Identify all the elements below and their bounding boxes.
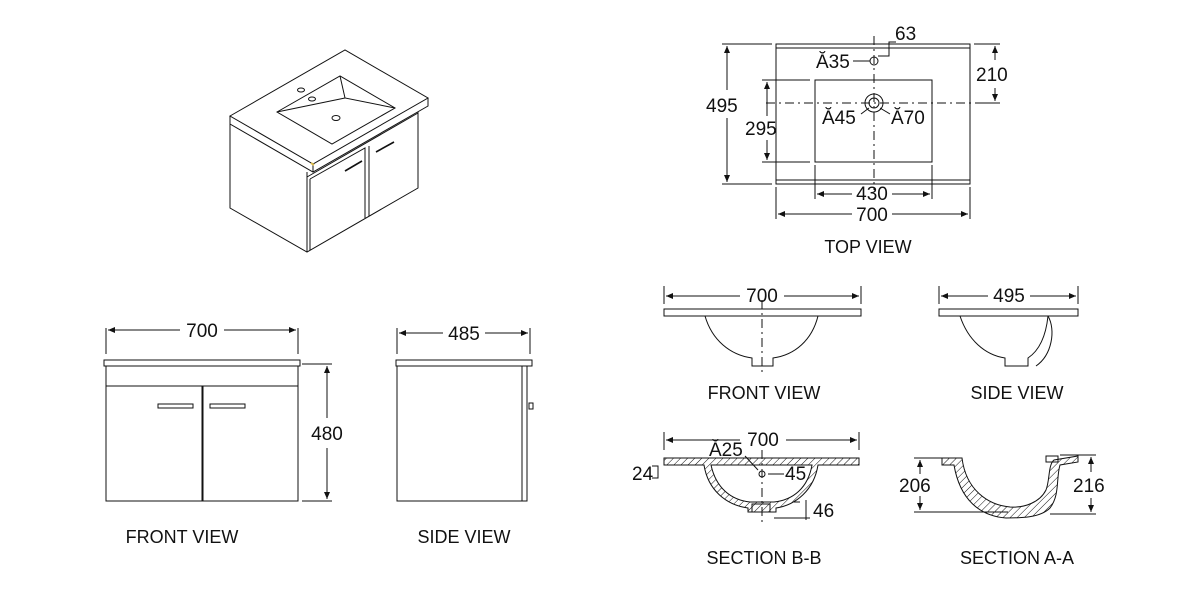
section-aa-view: 206 216 SECTION A-A [899,454,1105,568]
iso-top-surface [228,49,430,165]
iso-left-handle [344,160,363,172]
aa-right-height-label: 216 [1073,476,1105,497]
drain-outer-icon [864,93,884,113]
section-aa-caption: SECTION A-A [960,548,1074,568]
iso-drain-icon [331,115,341,121]
front-view-caption: FRONT VIEW [126,527,239,547]
front-height-label: 480 [311,424,343,445]
overall-depth-label: 495 [706,96,738,117]
basin-side-depth-label: 495 [993,286,1025,307]
side-countertop [395,359,533,367]
left-door-handle [157,403,194,409]
iso-right-handle [375,141,395,153]
bb-offset-label: 45 [785,464,806,485]
basin-side-bowl [959,315,1049,367]
tap-hole-label: Ă35 [816,52,850,73]
bb-width-label: 700 [747,430,779,451]
cabinet-front-view: 700 480 FRONT VIEW [103,321,343,547]
front-right-door [202,385,299,502]
front-left-door [105,385,203,502]
basin-front-caption: FRONT VIEW [708,383,821,403]
side-cabinet-body [396,365,528,502]
front-width-label: 700 [186,321,218,342]
bowl-depth-label: 295 [745,119,777,140]
isometric-vanity-view [228,49,430,253]
basin-side-caption: SIDE VIEW [970,383,1063,403]
aa-left-height-label: 206 [899,476,931,497]
drain-inner-label: Ă45 [822,108,856,129]
side-depth-label: 485 [448,324,480,345]
iso-bowl-opening [275,75,397,145]
section-bb-view: 700 Ă25 45 24 46 SECTION B-B [632,430,860,568]
section-bb-caption: SECTION B-B [706,548,821,568]
tap-offset-label: 63 [895,24,916,45]
bb-drain-label: 46 [813,501,834,522]
aa-section-hatch [941,455,1079,519]
basin-side-rim [938,308,1079,317]
front-countertop [103,359,301,367]
cabinet-side-view: 485 SIDE VIEW [395,324,534,547]
basin-top-view: 63 Ă35 Ă45 Ă70 210 495 295 430 [706,24,1008,257]
top-view-caption: TOP VIEW [824,237,911,257]
top-width-label: 700 [856,205,888,226]
bowl-width-label: 430 [856,184,888,205]
basin-front-width-label: 700 [746,286,778,307]
basin-front-view: 700 FRONT VIEW [663,286,862,403]
right-door-handle [209,403,246,409]
bb-rim-label: 24 [632,464,654,485]
side-view-caption: SIDE VIEW [417,527,510,547]
bb-hole-label: Ă25 [709,440,743,461]
drain-outer-label: Ă70 [891,108,925,129]
basin-side-view: 495 SIDE VIEW [938,286,1079,403]
top-outline [775,43,971,185]
tap-depth-label: 210 [976,65,1008,86]
